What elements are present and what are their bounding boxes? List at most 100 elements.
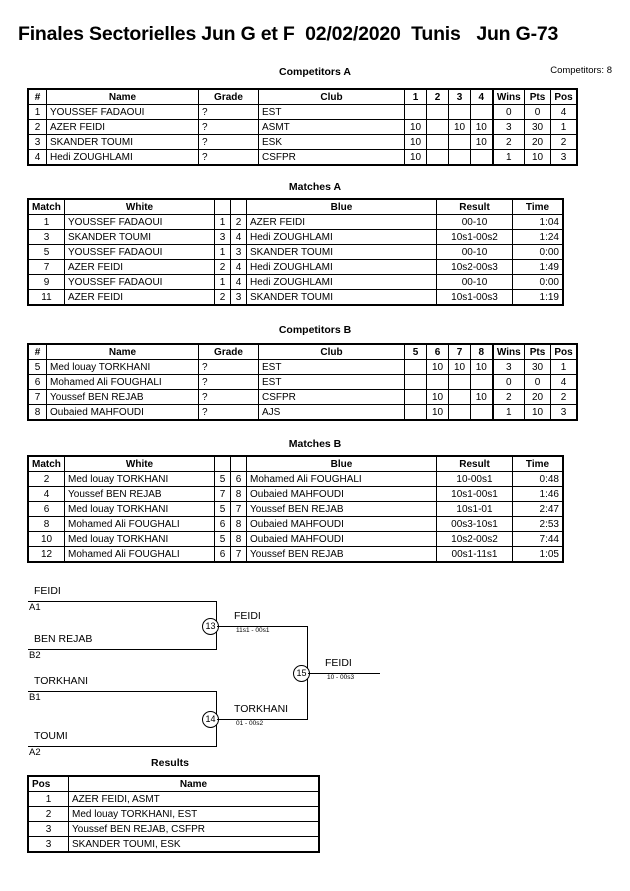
cell-num: 3	[28, 134, 47, 150]
cell-pts: 20	[524, 389, 551, 405]
col-pos: Pos	[28, 776, 69, 792]
table-row: 4 Hedi ZOUGHLAMI ? CSFPR 10 1 10 3	[28, 149, 577, 165]
cell-white-num: 3	[214, 229, 231, 245]
cell-time: 0:48	[512, 471, 563, 487]
cell-m3	[448, 389, 471, 405]
cell-name: AZER FEIDI, ASMT	[68, 791, 319, 807]
cell-time: 0:00	[512, 274, 563, 290]
bracket-line	[217, 626, 307, 627]
col-club: Club	[258, 89, 405, 105]
section-title-competitors-b: Competitors B	[278, 324, 352, 336]
cell-m4	[470, 104, 493, 120]
cell-pts: 10	[524, 404, 551, 420]
cell-num: 6	[28, 374, 47, 390]
table-row: 2 AZER FEIDI ? ASMT 10 10 10 3 30 1	[28, 119, 577, 135]
cell-m2: 10	[426, 359, 449, 375]
cell-result: 00-10	[436, 214, 513, 230]
cell-pos: 1	[28, 791, 69, 807]
table-row: 3 Youssef BEN REJAB, CSFPR	[28, 821, 319, 837]
cell-blue: Hedi ZOUGHLAMI	[246, 229, 437, 245]
cell-m3	[448, 104, 471, 120]
cell-white-num: 7	[214, 486, 231, 502]
cell-result: 10s1-01	[436, 501, 513, 517]
cell-blue-num: 2	[230, 214, 247, 230]
competitors-a-table: # Name Grade Club 1 2 3 4 Wins Pts Pos 1…	[27, 88, 578, 166]
cell-pos: 1	[550, 119, 577, 135]
bracket-entry-name: TORKHANI	[34, 675, 89, 687]
cell-grade: ?	[198, 119, 259, 135]
cell-m4	[470, 149, 493, 165]
cell-white: Med louay TORKHANI	[64, 501, 215, 517]
bracket-entry-seed: A1	[29, 602, 41, 613]
table-row: 9 YOUSSEF FADAOUI 1 4 Hedi ZOUGHLAMI 00-…	[28, 274, 563, 290]
col-pts: Pts	[524, 344, 551, 360]
cell-match: 8	[28, 516, 65, 532]
cell-club: EST	[258, 359, 405, 375]
cell-pos: 4	[550, 374, 577, 390]
cell-result: 00s3-10s1	[436, 516, 513, 532]
cell-name: Youssef BEN REJAB, CSFPR	[68, 821, 319, 837]
cell-result: 10-00s1	[436, 471, 513, 487]
cell-white-num: 5	[214, 531, 231, 547]
col-club: Club	[258, 344, 405, 360]
cell-grade: ?	[198, 104, 259, 120]
cell-white-num: 2	[214, 289, 231, 305]
cell-match: 6	[28, 501, 65, 517]
col-time: Time	[512, 199, 563, 215]
table-header-row: # Name Grade Club 5 6 7 8 Wins Pts Pos	[28, 344, 577, 360]
cell-m1	[404, 389, 427, 405]
cell-grade: ?	[198, 134, 259, 150]
bracket-final-score: 10 - 00s3	[327, 674, 355, 681]
page-title: Finales Sectorielles Jun G et F 02/02/20…	[18, 23, 559, 45]
table-row: 3 SKANDER TOUMI ? ESK 10 10 2 20 2	[28, 134, 577, 150]
cell-m4: 10	[470, 389, 493, 405]
cell-club: EST	[258, 374, 405, 390]
matches-a-table: Match White Blue Result Time 1 YOUSSEF F…	[27, 198, 564, 306]
cell-white-num: 2	[214, 259, 231, 275]
col-num: #	[28, 344, 47, 360]
cell-num: 2	[28, 119, 47, 135]
cell-pts: 0	[524, 104, 551, 120]
cell-m1	[404, 404, 427, 420]
cell-pos: 3	[28, 821, 69, 837]
cell-time: 2:53	[512, 516, 563, 532]
cell-m3	[448, 404, 471, 420]
cell-blue: Youssef BEN REJAB	[246, 546, 437, 562]
bracket-entry-name: BEN REJAB	[34, 633, 93, 645]
cell-pos: 3	[550, 149, 577, 165]
cell-num: 1	[28, 104, 47, 120]
cell-time: 1:46	[512, 486, 563, 502]
bracket-line	[308, 673, 380, 674]
cell-time: 2:47	[512, 501, 563, 517]
cell-name: Mohamed Ali FOUGHALI	[46, 374, 199, 390]
cell-name: Oubaied MAHFOUDI	[46, 404, 199, 420]
cell-time: 1:04	[512, 214, 563, 230]
section-title-results: Results	[151, 757, 189, 769]
col-num: #	[28, 89, 47, 105]
cell-white: SKANDER TOUMI	[64, 229, 215, 245]
cell-blue: Mohamed Ali FOUGHALI	[246, 471, 437, 487]
cell-m4	[470, 374, 493, 390]
cell-pts: 10	[524, 149, 551, 165]
cell-name: AZER FEIDI	[46, 119, 199, 135]
cell-blue-num: 3	[230, 289, 247, 305]
cell-match: 4	[28, 486, 65, 502]
cell-match: 11	[28, 289, 65, 305]
cell-wins: 2	[491, 134, 525, 150]
col-pos: Pos	[550, 89, 577, 105]
cell-m4: 10	[470, 134, 493, 150]
col-result: Result	[436, 199, 513, 215]
cell-white: YOUSSEF FADAOUI	[64, 244, 215, 260]
col-grade: Grade	[198, 89, 259, 105]
col-name: Name	[46, 89, 199, 105]
competitors-count: Competitors: 8	[550, 65, 612, 76]
cell-club: CSFPR	[258, 389, 405, 405]
col-blue-num	[230, 199, 247, 215]
bracket-line	[28, 691, 216, 692]
col-m3: 3	[448, 89, 471, 105]
cell-m1: 10	[404, 119, 427, 135]
table-row: 12 Mohamed Ali FOUGHALI 6 7 Youssef BEN …	[28, 546, 563, 562]
cell-m3	[448, 149, 471, 165]
cell-club: EST	[258, 104, 405, 120]
cell-result: 00s1-11s1	[436, 546, 513, 562]
